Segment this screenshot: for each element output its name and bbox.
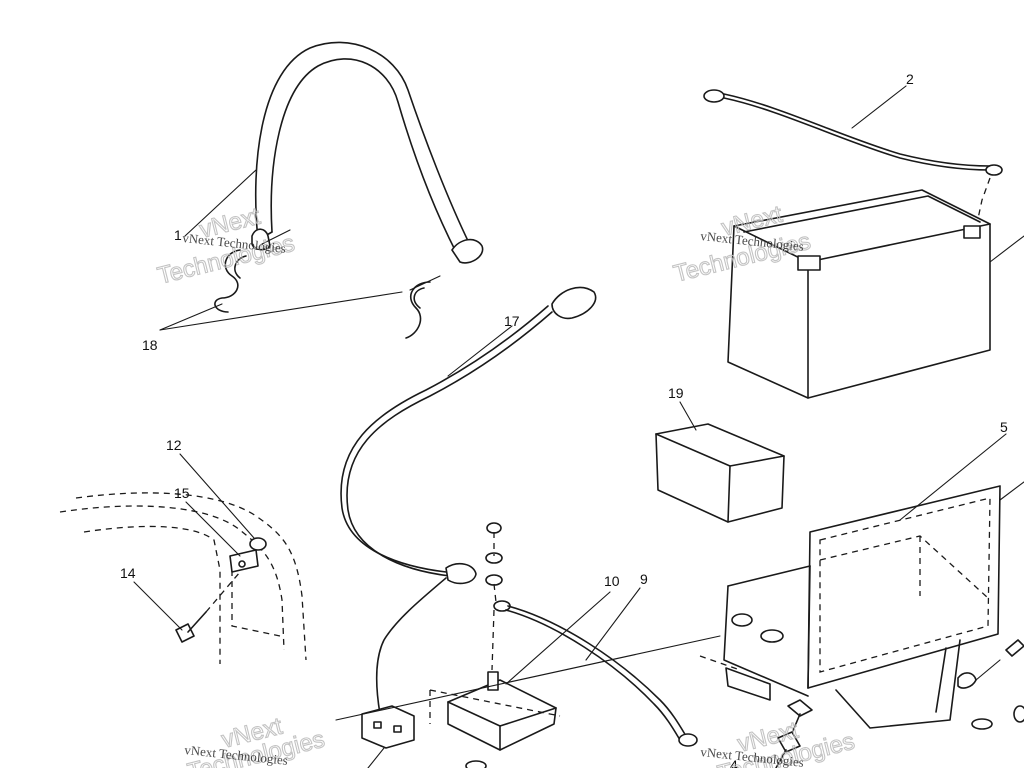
strap-hook-left	[214, 249, 247, 313]
watermark-bottom-right: vNext Technologies vNext Technologies	[700, 716, 858, 768]
frame-section	[59, 492, 307, 664]
hold-down-strap	[251, 41, 484, 264]
terminal-hardware	[485, 522, 511, 671]
callout-2: 2	[906, 71, 914, 87]
battery	[727, 189, 1024, 399]
watermark-top-left: vNext Technologies vNext Technologies	[154, 202, 298, 290]
callout-10: 10	[604, 573, 620, 589]
callout-1: 1	[174, 227, 182, 243]
battery-ground-cable	[703, 89, 1003, 229]
bolts-bottom	[465, 699, 813, 768]
battery-box	[723, 481, 1024, 730]
callout-9: 9	[640, 571, 648, 587]
battery-spacer-block	[655, 423, 785, 523]
connector-plug	[361, 705, 415, 768]
callout-5: 5	[1000, 419, 1008, 435]
callout-4: 4	[730, 757, 738, 768]
callout-19: 19	[668, 385, 684, 401]
strap-hook-right	[405, 281, 431, 339]
callout-17: 17	[504, 313, 520, 329]
solenoid	[429, 671, 561, 751]
callout-15: 15	[174, 485, 190, 501]
callout-14: 14	[120, 565, 136, 581]
battery-positive-cable	[340, 286, 597, 715]
watermark-bottom-left: vNext Technologies vNext Technologies	[184, 712, 328, 768]
callout-18: 18	[142, 337, 158, 353]
callout-12: 12	[166, 437, 182, 453]
cable-9	[505, 605, 698, 747]
